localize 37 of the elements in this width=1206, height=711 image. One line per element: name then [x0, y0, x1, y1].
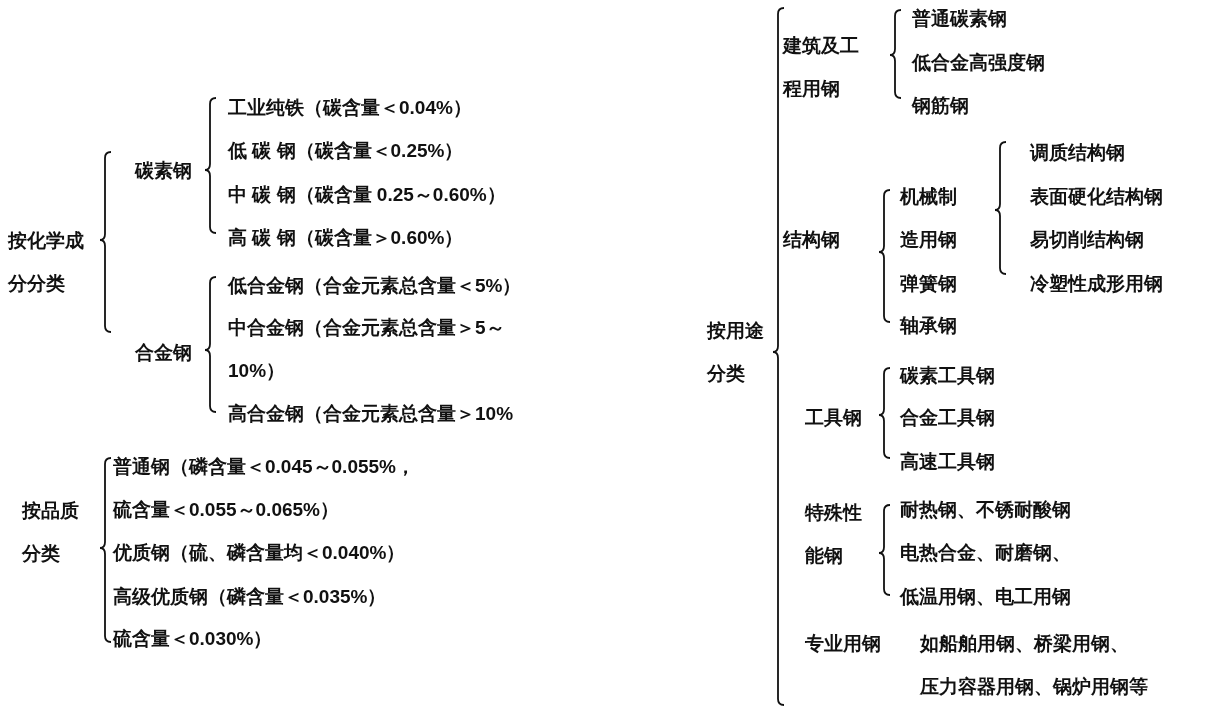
- category-label: 按化学成分分类: [8, 228, 85, 296]
- class-item-label: 中 碳 钢（碳含量 0.25～0.60%）: [228, 182, 506, 207]
- class-item-label: 碳素工具钢: [900, 363, 995, 388]
- class-item-label: 合金工具钢: [900, 405, 995, 430]
- class-item-label: 钢筋钢: [912, 93, 969, 118]
- category-label: 碳素钢: [135, 158, 192, 183]
- category-label: 按品质分类: [22, 498, 80, 566]
- class-item-label: 高级优质钢（磷含量＜0.035%）: [113, 584, 387, 609]
- category-label: 专业用钢: [805, 631, 881, 656]
- class-item-label: 低合金高强度钢: [912, 50, 1045, 75]
- class-item-label: 中合金钢（合金元素总含量＞5～10%）: [228, 315, 506, 383]
- category-label: 轴承钢: [900, 313, 957, 338]
- class-item-label: 电热合金、耐磨钢、: [900, 540, 1071, 565]
- class-item-label: 普通钢（磷含量＜0.045～0.055%，硫含量＜0.055～0.065%）: [113, 454, 416, 522]
- class-item-label: 优质钢（硫、磷含量均＜0.040%）: [113, 540, 406, 565]
- class-item-label: 工业纯铁（碳含量＜0.04%）: [228, 95, 472, 120]
- class-item-label: 低温用钢、电工用钢: [900, 584, 1071, 609]
- category-label: 机械制造用钢: [900, 184, 958, 252]
- category-label: 合金钢: [135, 340, 192, 365]
- class-item-label: 高速工具钢: [900, 449, 995, 474]
- class-item-label: 高合金钢（合金元素总含量＞10%: [228, 401, 514, 426]
- class-item-label: 普通碳素钢: [912, 6, 1007, 31]
- category-label: 弹簧钢: [900, 271, 957, 296]
- category-label: 建筑及工程用钢: [783, 33, 860, 101]
- class-item-label: 冷塑性成形用钢: [1030, 271, 1163, 296]
- class-item-label: 耐热钢、不锈耐酸钢: [900, 497, 1071, 522]
- category-label: 按用途分类: [707, 318, 765, 386]
- category-label: 特殊性能钢: [805, 500, 863, 568]
- class-item-label: 低合金钢（合金元素总含量＜5%）: [228, 273, 522, 298]
- class-item-label: 易切削结构钢: [1030, 227, 1144, 252]
- class-item-label: 高 碳 钢（碳含量＞0.60%）: [228, 225, 464, 250]
- category-label: 结构钢: [783, 227, 840, 252]
- class-item-label: 调质结构钢: [1030, 140, 1125, 165]
- class-item-label: 表面硬化结构钢: [1030, 184, 1163, 209]
- class-item-label: 硫含量＜0.030%）: [113, 626, 273, 651]
- class-item-label: 低 碳 钢（碳含量＜0.25%）: [228, 138, 464, 163]
- category-label: 工具钢: [805, 405, 862, 430]
